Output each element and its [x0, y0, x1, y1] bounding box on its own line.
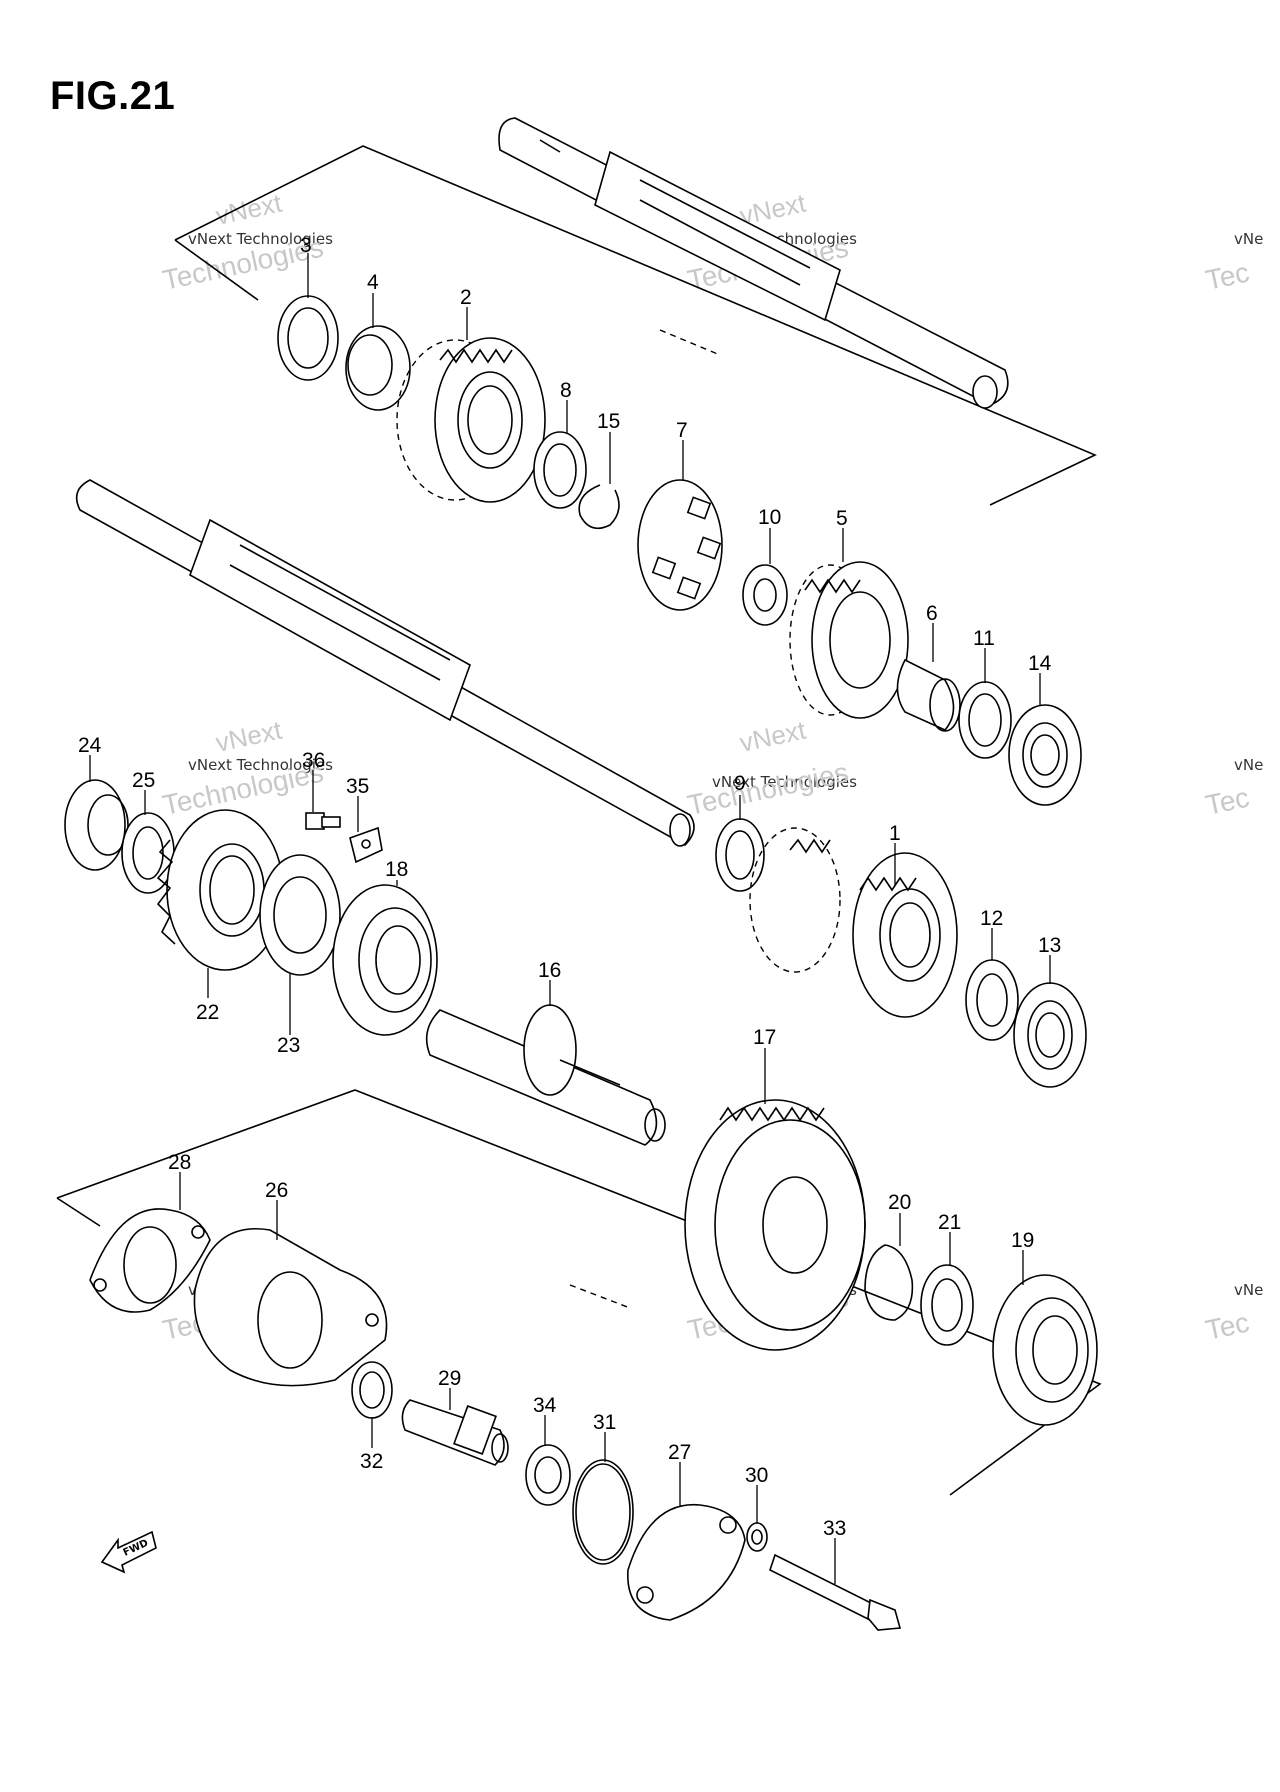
- figure-title: FIG.21: [50, 74, 176, 118]
- part-32-seal: [351, 1361, 393, 1419]
- part-9-washer: [715, 818, 765, 892]
- callout-8: 8: [560, 379, 572, 402]
- watermark-text: Tec: [1203, 781, 1252, 820]
- watermark-text: Tec: [1203, 1306, 1252, 1345]
- part-36-bolt: [305, 812, 341, 830]
- part-18-bearing: [332, 884, 438, 1036]
- callout-19: 19: [1011, 1229, 1034, 1252]
- callout-1: 1: [889, 822, 901, 845]
- callout-29: 29: [438, 1367, 461, 1390]
- part-2-gear: [396, 337, 546, 503]
- callout-17: 17: [753, 1026, 776, 1049]
- part-12-washer: [965, 959, 1019, 1041]
- callout-25: 25: [132, 769, 155, 792]
- part-24-oil-seal: [64, 779, 129, 871]
- callout-10: 10: [758, 506, 781, 529]
- callout-14: 14: [1028, 652, 1052, 675]
- part-29-gear-shaft: [401, 1399, 509, 1466]
- watermark-text: vNe: [1234, 1281, 1263, 1299]
- callout-36: 36: [302, 749, 325, 772]
- callout-16: 16: [538, 959, 561, 982]
- callout-27: 27: [668, 1441, 691, 1464]
- callout-22: 22: [196, 1001, 219, 1024]
- callout-33: 33: [823, 1517, 846, 1540]
- part-19-bearing: [992, 1274, 1098, 1426]
- callout-11: 11: [973, 627, 995, 650]
- callout-5: 5: [836, 507, 848, 530]
- part-26-housing: [193, 1228, 388, 1387]
- part-3-washer: [277, 295, 339, 381]
- watermark-text: vNe: [1234, 756, 1263, 774]
- part-23-washer: [259, 854, 341, 976]
- part-1-gear: [749, 827, 958, 1018]
- callout-31: 31: [593, 1411, 616, 1434]
- callout-7: 7: [676, 419, 688, 442]
- watermark-text: Technologies: [685, 757, 851, 821]
- part-33-bolt: [769, 1553, 902, 1631]
- part-31-o-ring: [572, 1459, 634, 1565]
- watermark-text: Tec: [1203, 256, 1252, 295]
- callout-3: 3: [300, 234, 312, 257]
- watermark-text: vNext Technologies: [188, 756, 333, 774]
- callout-23: 23: [277, 1034, 300, 1057]
- part-14-bearing: [1008, 704, 1082, 806]
- callout-15: 15: [597, 410, 620, 433]
- part-17-gear: [684, 1099, 866, 1351]
- main-shaft: [75, 479, 695, 847]
- part-22-sprocket: [156, 809, 284, 971]
- callout-24: 24: [78, 734, 102, 757]
- watermark-text: vNext Technologies: [188, 230, 333, 248]
- callout-32: 32: [360, 1450, 383, 1473]
- part-30-washer: [746, 1522, 768, 1552]
- callout-18: 18: [385, 858, 408, 881]
- callout-30: 30: [745, 1464, 768, 1487]
- part-13-bearing: [1013, 982, 1087, 1088]
- part-20-snap-ring: [864, 1244, 914, 1321]
- leader-lines: [89, 253, 1051, 1584]
- callout-4: 4: [367, 271, 379, 294]
- part-15-circlip: [578, 484, 620, 530]
- part-11-washer: [958, 681, 1012, 759]
- part-35-plate: [349, 826, 383, 864]
- part-7-sleeve: [637, 479, 723, 611]
- callout-9: 9: [734, 772, 746, 795]
- part-28-gasket: [89, 1208, 211, 1313]
- part-6-bushing: [896, 658, 961, 732]
- part-21-washer: [920, 1264, 974, 1346]
- callout-2: 2: [460, 286, 472, 309]
- callout-35: 35: [346, 775, 369, 798]
- callout-26: 26: [265, 1179, 288, 1202]
- watermark-text: vNe: [1234, 230, 1263, 248]
- part-27-cover: [627, 1503, 746, 1621]
- callout-12: 12: [980, 907, 1003, 930]
- watermark-text: vNext Technologies: [712, 773, 857, 791]
- part-8-washer: [533, 431, 587, 509]
- part-4-bushing: [345, 325, 411, 411]
- watermark-text: vNext: [213, 188, 285, 231]
- callout-13: 13: [1038, 934, 1061, 957]
- callout-21: 21: [938, 1211, 961, 1234]
- callouts: 3 4 2 8 15 7 10 5 6 11 14 24 25 36 35 18…: [78, 234, 1061, 1540]
- callout-28: 28: [168, 1151, 191, 1174]
- part-34-bearing: [525, 1444, 571, 1506]
- part-25-washer: [121, 812, 175, 894]
- fwd-arrow-icon: FWD: [100, 1530, 157, 1574]
- callout-34: 34: [533, 1394, 557, 1417]
- assembly-outline-upper: [174, 145, 1097, 506]
- part-5-gear: [789, 561, 909, 719]
- callout-20: 20: [888, 1191, 911, 1214]
- countershaft: [498, 117, 1009, 409]
- part-16-drive-shaft: [425, 1004, 666, 1146]
- watermark-text: vNext: [213, 715, 285, 758]
- part-10-washer: [742, 564, 788, 626]
- callout-6: 6: [926, 602, 938, 625]
- watermark-text: vNext: [737, 715, 809, 758]
